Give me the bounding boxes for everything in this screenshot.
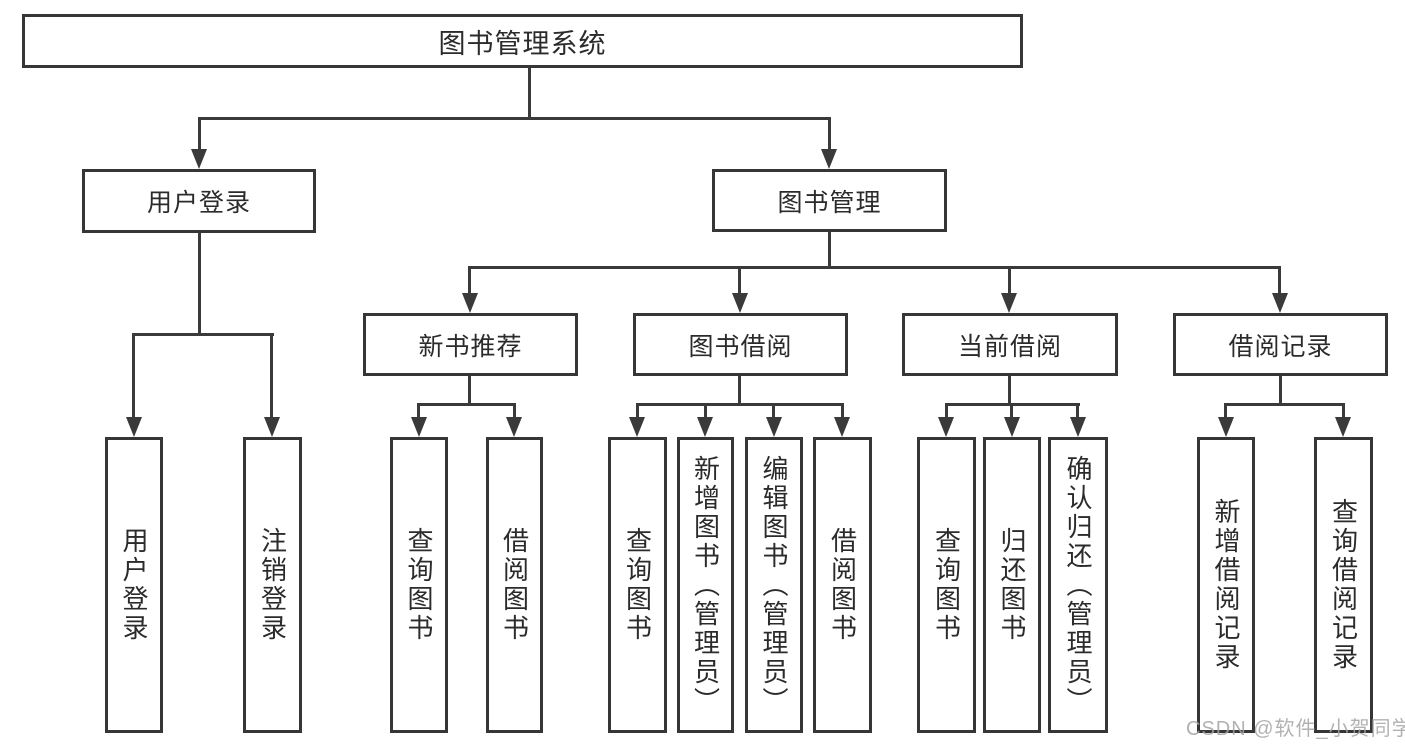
arrowhead-new-books (462, 293, 478, 313)
leaf-query-borrow-record: 查询借阅记录 (1314, 437, 1373, 733)
arrowhead-bb-leaf3 (766, 417, 782, 437)
connector-user-login-stem (198, 233, 201, 335)
arrowhead-book-mgmt (821, 149, 837, 169)
connector-br-stem (1279, 376, 1282, 405)
leaf-user-login: 用户登录 (105, 437, 163, 733)
connector-book-mgmt-drop (828, 117, 831, 150)
connector-login-leaf-drop (132, 333, 135, 419)
connector-new-books-drop (468, 266, 471, 295)
connector-br-leaf1-drop (1224, 403, 1227, 419)
leaf-add-books-admin: 新增图书（管理员） (677, 437, 734, 733)
connector-book-mgmt-stem (828, 232, 831, 268)
arrowhead-cb-leaf1 (938, 417, 954, 437)
arrowhead-bb-leaf2 (697, 417, 713, 437)
connector-cb-leaf2-drop (1010, 403, 1013, 419)
connector-records-drop (1278, 266, 1281, 295)
connector-bb-bar (636, 403, 844, 406)
connector-new-books-bar (417, 403, 516, 406)
connector-cb-leaf3-drop (1076, 403, 1079, 419)
connector-bb-leaf2-drop (704, 403, 707, 419)
arrowhead-br-leaf1 (1218, 417, 1234, 437)
arrowhead-cb-leaf2 (1004, 417, 1020, 437)
leaf-add-borrow-record: 新增借阅记录 (1197, 437, 1255, 733)
connector-cb-stem (1008, 376, 1011, 405)
connector-book-mgmt-bar (468, 266, 1281, 269)
leaf-return-books: 归还图书 (983, 437, 1041, 733)
arrowhead-br-leaf2 (1335, 417, 1351, 437)
connector-bb-leaf4-drop (841, 403, 844, 419)
connector-br-leaf2-drop (1342, 403, 1345, 419)
node-new-book-recommend: 新书推荐 (363, 313, 578, 376)
connector-book-borrow-drop (738, 266, 741, 295)
connector-logout-drop (270, 333, 273, 419)
node-user-login: 用户登录 (82, 169, 316, 233)
connector-bb-leaf3-drop (772, 403, 775, 419)
connector-nb-leaf2-drop (513, 403, 516, 419)
arrowhead-cb-leaf3 (1070, 417, 1086, 437)
node-root: 图书管理系统 (22, 14, 1023, 68)
leaf-borrow-books: 借阅图书 (813, 437, 872, 733)
arrowhead-logout (264, 417, 280, 437)
leaf-query-books-recommend: 查询图书 (390, 437, 448, 733)
arrowhead-book-borrow (732, 293, 748, 313)
connector-root-bar (198, 117, 830, 120)
connector-cb-leaf1-drop (945, 403, 948, 419)
arrowhead-records (1272, 293, 1288, 313)
arrowhead-bb-leaf1 (629, 417, 645, 437)
leaf-query-books-borrow: 查询图书 (608, 437, 667, 733)
node-book-management: 图书管理 (712, 169, 947, 232)
csdn-watermark: CSDN @软件_小贺同学 (1186, 718, 1405, 740)
connector-user-login-bar (132, 333, 274, 336)
arrowhead-user-login (191, 149, 207, 169)
connector-new-books-stem (468, 376, 471, 405)
leaf-borrow-books-recommend: 借阅图书 (486, 437, 543, 733)
arrowhead-login-leaf (126, 417, 142, 437)
arrowhead-nb-leaf2 (506, 417, 522, 437)
node-book-borrowing: 图书借阅 (633, 313, 848, 376)
arrowhead-nb-leaf1 (411, 417, 427, 437)
node-current-borrowing: 当前借阅 (902, 313, 1118, 376)
node-borrowing-records: 借阅记录 (1173, 313, 1388, 376)
connector-current-drop (1008, 266, 1011, 295)
connector-br-bar (1224, 403, 1344, 406)
connector-nb-leaf1-drop (417, 403, 420, 419)
leaf-query-books-current: 查询图书 (917, 437, 976, 733)
connector-bb-leaf1-drop (636, 403, 639, 419)
leaf-logout: 注销登录 (243, 437, 302, 733)
connector-user-login-drop (198, 117, 201, 150)
connector-root-stem (528, 68, 531, 118)
arrowhead-current (1001, 293, 1017, 313)
connector-bb-stem (738, 376, 741, 405)
leaf-confirm-return-admin: 确认归还（管理员） (1048, 437, 1108, 733)
leaf-edit-books-admin: 编辑图书（管理员） (745, 437, 803, 733)
arrowhead-bb-leaf4 (834, 417, 850, 437)
